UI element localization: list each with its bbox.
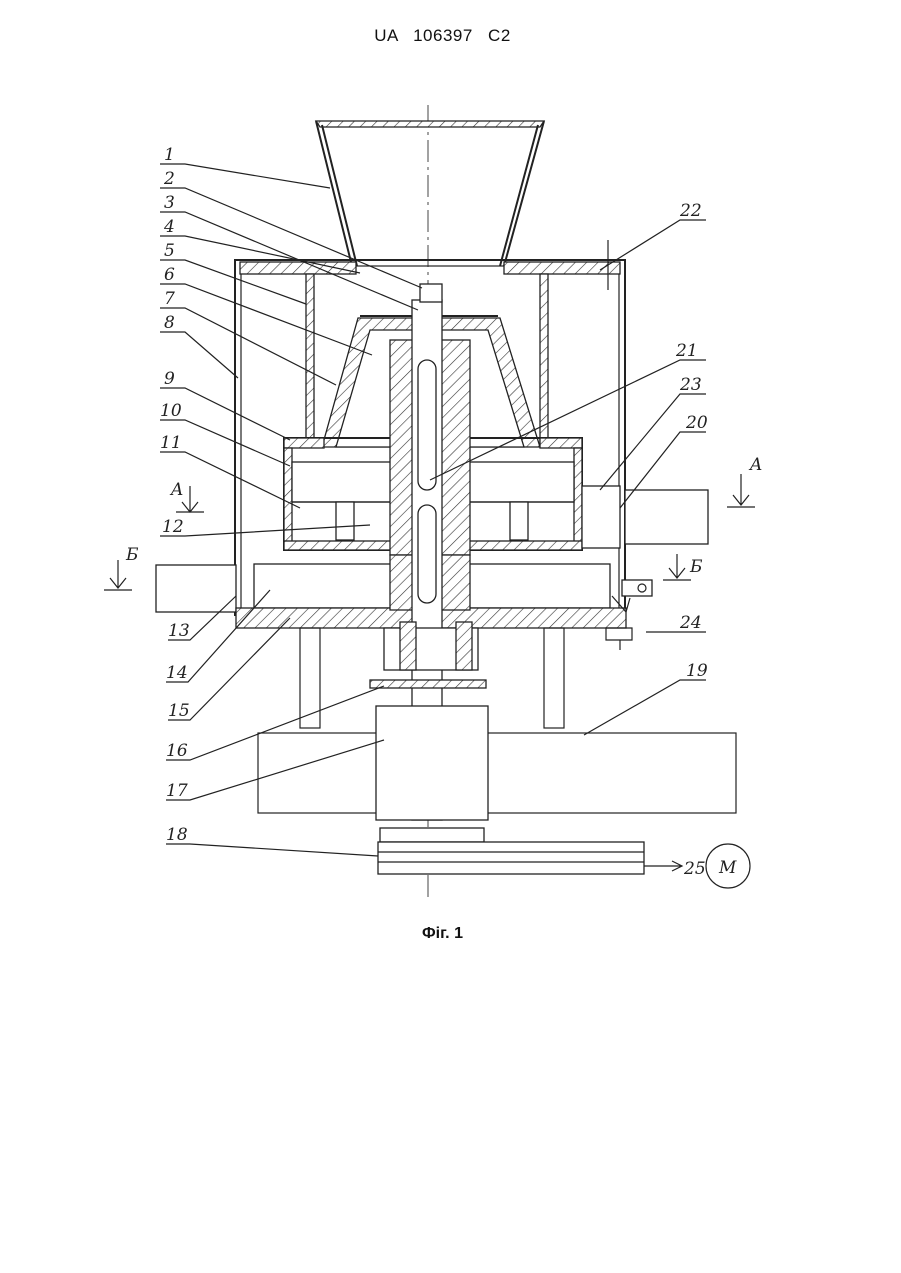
label-16: 16 [166, 741, 188, 761]
hopper [316, 121, 544, 127]
label-5: 5 [164, 241, 175, 261]
label-11: 11 [160, 433, 182, 453]
label-8: 8 [164, 313, 175, 333]
label-15: 15 [168, 701, 190, 721]
frame-left [300, 628, 320, 728]
label-19: 19 [686, 661, 708, 681]
shaft-slot-lower [418, 505, 436, 603]
outlet-23 [582, 486, 620, 548]
label-12: 12 [162, 517, 184, 537]
section-mark-a-right: A [748, 455, 762, 475]
side-pipe-13 [156, 565, 236, 612]
label-20: 20 [685, 413, 708, 433]
label-3: 3 [164, 193, 175, 213]
outlet-pipe-20 [625, 490, 708, 544]
shaft-slot-upper [418, 360, 436, 490]
label-21: 21 [675, 341, 698, 361]
bearing-block-17 [376, 706, 488, 820]
flange-16 [370, 680, 486, 688]
pulley-hub [380, 828, 484, 842]
label-13: 13 [168, 621, 190, 641]
label-7: 7 [164, 289, 175, 309]
section-mark-b-right: Б [689, 557, 703, 577]
shaft-nut [420, 284, 442, 302]
label-1: 1 [164, 145, 175, 165]
section-mark-b-left: Б [125, 545, 139, 565]
label-14: 14 [166, 663, 188, 683]
label-9: 9 [164, 369, 175, 389]
frame-right [544, 628, 564, 728]
label-2: 2 [163, 169, 175, 189]
screen-wall-left [306, 274, 314, 444]
hopper-wall-right [500, 121, 544, 266]
pulley-18 [378, 842, 644, 874]
label-23: 23 [679, 375, 702, 395]
hopper-wall-left [316, 121, 357, 266]
drum-wall-right [574, 448, 582, 548]
label-10: 10 [160, 401, 182, 421]
label-18: 18 [166, 825, 188, 845]
section-mark-a-left: A [169, 480, 183, 500]
label-22: 22 [679, 201, 702, 221]
valve-24 [622, 580, 652, 596]
drum-wall-left [284, 448, 292, 548]
belt-arrow [644, 861, 682, 871]
screen-wall-right [540, 274, 548, 444]
figure-caption: Фiг. 1 [0, 925, 885, 943]
base-19 [258, 733, 736, 813]
label-24: 24 [679, 613, 702, 633]
label-6: 6 [164, 265, 175, 285]
motor-symbol: M [718, 858, 737, 878]
label-17: 17 [166, 781, 188, 801]
label-25: 25 [683, 859, 706, 879]
label-4: 4 [163, 217, 175, 237]
drum-top-band-right [540, 438, 582, 448]
